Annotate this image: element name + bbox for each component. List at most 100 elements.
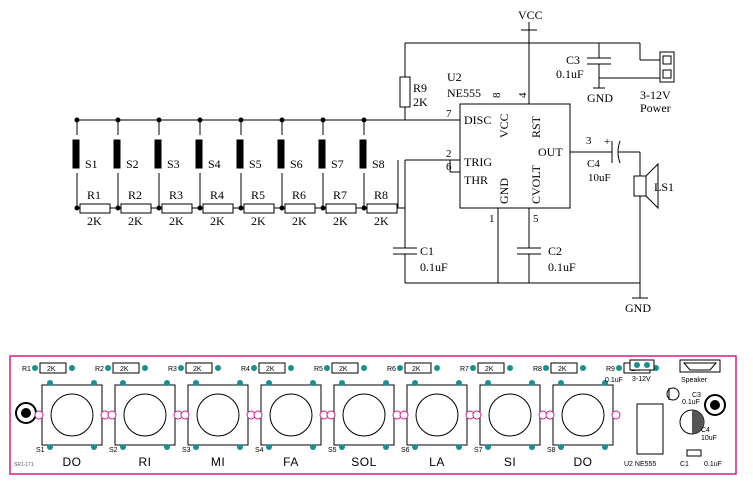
pcb-resistor-8: R8 2K xyxy=(533,362,586,374)
power-pad-1 xyxy=(634,362,640,368)
pcb-switch-ref: S6 xyxy=(401,447,410,454)
switch-pad xyxy=(485,380,491,386)
pcb-resistor-value: 2K xyxy=(412,366,421,373)
resistor-ref-label: R6 xyxy=(292,188,306,202)
junction-dot xyxy=(320,205,326,211)
pcb-resistor-ref: R8 xyxy=(533,366,542,373)
switch-pad xyxy=(120,444,126,450)
pcb-resistor-body xyxy=(404,362,432,374)
switch-pad xyxy=(266,380,272,386)
pin-gnd-label: GND xyxy=(497,178,511,204)
pcb-resistor-body xyxy=(185,362,213,374)
schematic-labels: VCC U2 NE555 R9 2K C3 0.1uF GND 3-12V Po… xyxy=(413,8,674,315)
switch-label: S3 xyxy=(167,157,180,171)
pcb-switch-hole xyxy=(326,410,336,420)
switch-pad xyxy=(602,380,608,386)
switch-pad xyxy=(558,444,564,450)
resistor-ref-label: R2 xyxy=(128,188,142,202)
switch-body xyxy=(72,139,80,169)
pcb-c4-ref: C4 xyxy=(701,427,710,434)
resistor-pad xyxy=(434,365,440,371)
mount-hole-right xyxy=(704,394,726,416)
junction-dot xyxy=(279,117,285,123)
pcb-resistor-ref: R3 xyxy=(168,366,177,373)
pcb-switch-hole xyxy=(545,410,555,420)
pcb-resistor-value: 2K xyxy=(558,366,567,373)
pcb-ic-label: U2 NE555 xyxy=(624,461,656,468)
switch-body xyxy=(277,139,285,169)
switch-pad xyxy=(120,380,126,386)
junction-dot xyxy=(156,205,162,211)
switch-body xyxy=(113,139,121,169)
resistor-body xyxy=(79,203,111,214)
power-pin-1 xyxy=(662,55,672,65)
resistor-pad xyxy=(251,365,257,371)
pin2-number: 2 xyxy=(446,148,452,160)
pin-disc-label: DISC xyxy=(464,113,491,127)
pcb-switch-hole xyxy=(472,410,482,420)
pcb-switch-button xyxy=(415,393,459,437)
pcb-switch-ref: S2 xyxy=(109,447,118,454)
switch-pad xyxy=(456,380,462,386)
switch-pad xyxy=(383,380,389,386)
junction-dot xyxy=(115,117,121,123)
note-label: FA xyxy=(283,455,299,469)
pin-rst-label: RST xyxy=(529,115,543,138)
pcb-switch-button xyxy=(342,393,386,437)
board-id: SR1-171 xyxy=(14,462,34,468)
note-label: SOL xyxy=(351,455,377,469)
switch-pad xyxy=(383,444,389,450)
power-pin-2 xyxy=(662,69,672,79)
pcb-switch-hole xyxy=(34,410,44,420)
switch-pad xyxy=(310,380,316,386)
c4-ref-label: C4 xyxy=(587,158,600,170)
pcb-switch-hole xyxy=(180,410,190,420)
switch-pad xyxy=(412,380,418,386)
pin-thr-label: THR xyxy=(464,173,488,187)
resistor-body xyxy=(120,203,152,214)
pcb-switch-hole xyxy=(611,410,621,420)
resistor-body xyxy=(366,203,398,214)
pin3-number: 3 xyxy=(586,135,592,147)
resistor-body xyxy=(284,203,316,214)
ic-socket xyxy=(636,403,664,455)
resistor-pad xyxy=(397,365,403,371)
pcb-resistor-value: 2K xyxy=(47,366,56,373)
note-label: DO xyxy=(574,455,593,469)
speaker-ref-label: LS1 xyxy=(654,180,674,194)
junction-dot xyxy=(156,117,162,123)
pcb-switch-button xyxy=(269,393,313,437)
pin-vcc-label: VCC xyxy=(497,113,511,138)
c4-footprint-shade xyxy=(692,410,704,434)
pin-cvolt-label: CVOLT xyxy=(529,164,543,204)
pcb-switch-button xyxy=(123,393,167,437)
pcb-resistor-ref: R5 xyxy=(314,366,323,373)
switch-pad xyxy=(237,380,243,386)
resistor-pad xyxy=(178,365,184,371)
power-pad-2 xyxy=(644,362,650,368)
junction-dot xyxy=(361,205,367,211)
schematic xyxy=(77,22,675,299)
pcb-resistor-body xyxy=(39,362,67,374)
junction-dot xyxy=(238,117,244,123)
junction-dot xyxy=(238,205,244,211)
c3-value-label: 0.1uF xyxy=(556,67,584,81)
pcb-right-components: 3-12V Speaker C3 0.1uF C4 10uF C1 0.1uF … xyxy=(605,359,722,468)
resistor-value-label: 2K xyxy=(333,214,348,228)
switch-label: S7 xyxy=(331,157,344,171)
pcb-switch-ref: S8 xyxy=(547,447,556,454)
pcb-switch-ref: S4 xyxy=(255,447,264,454)
